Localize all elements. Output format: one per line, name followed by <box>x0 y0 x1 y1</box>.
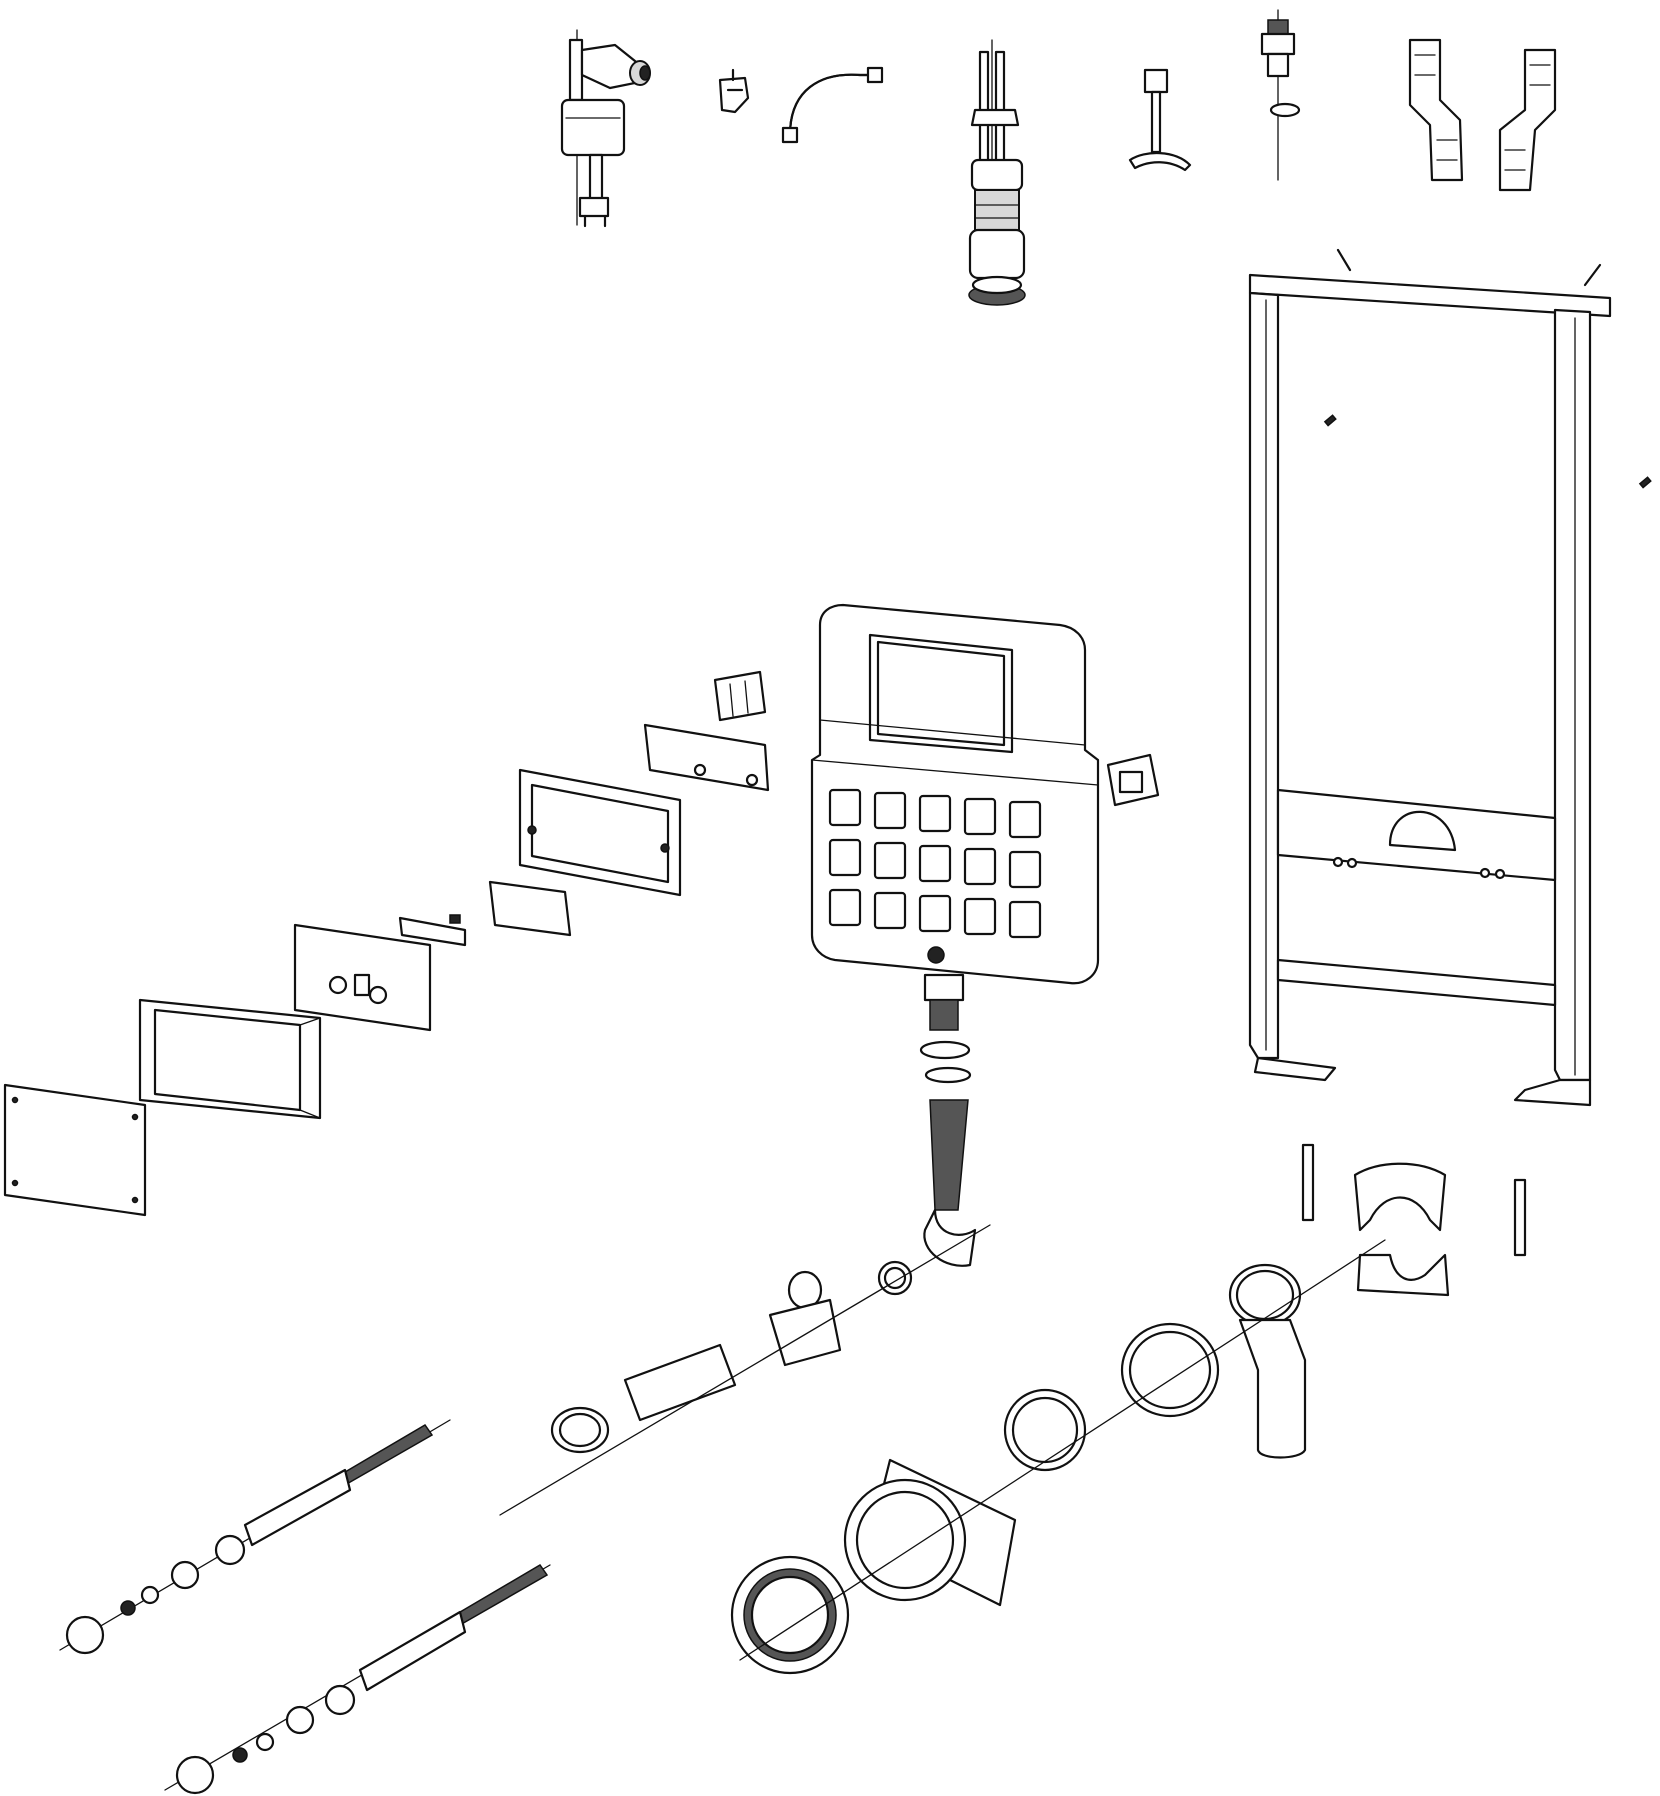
flush-plate-bracket <box>293 923 432 1032</box>
fill-valve <box>560 29 651 228</box>
connector-pipe <box>499 1224 991 1516</box>
actuator-box <box>138 998 322 1120</box>
actuator-mechanism <box>398 880 572 947</box>
push-rod <box>1128 68 1192 172</box>
valve-clip <box>718 68 750 114</box>
cistern <box>810 603 1100 1031</box>
flush-plate <box>3 1083 147 1217</box>
wall-bracket-left <box>1408 38 1464 182</box>
threaded-rod <box>59 1419 551 1795</box>
side-clip-right <box>1106 753 1160 807</box>
side-clip-left <box>713 670 767 722</box>
inlet-connector <box>1260 9 1301 181</box>
anchor-bolt <box>1301 1143 1527 1257</box>
flex-hose <box>781 66 884 144</box>
mounting-plate <box>643 723 770 792</box>
drain-bend <box>730 1239 1386 1675</box>
mounting-frame <box>1248 248 1652 1107</box>
flush-valve <box>968 39 1026 306</box>
pipe-clamp <box>1353 1162 1450 1297</box>
wall-bracket-right <box>1498 48 1557 192</box>
flush-pipe <box>877 1040 977 1296</box>
actuator-frame <box>518 768 682 897</box>
